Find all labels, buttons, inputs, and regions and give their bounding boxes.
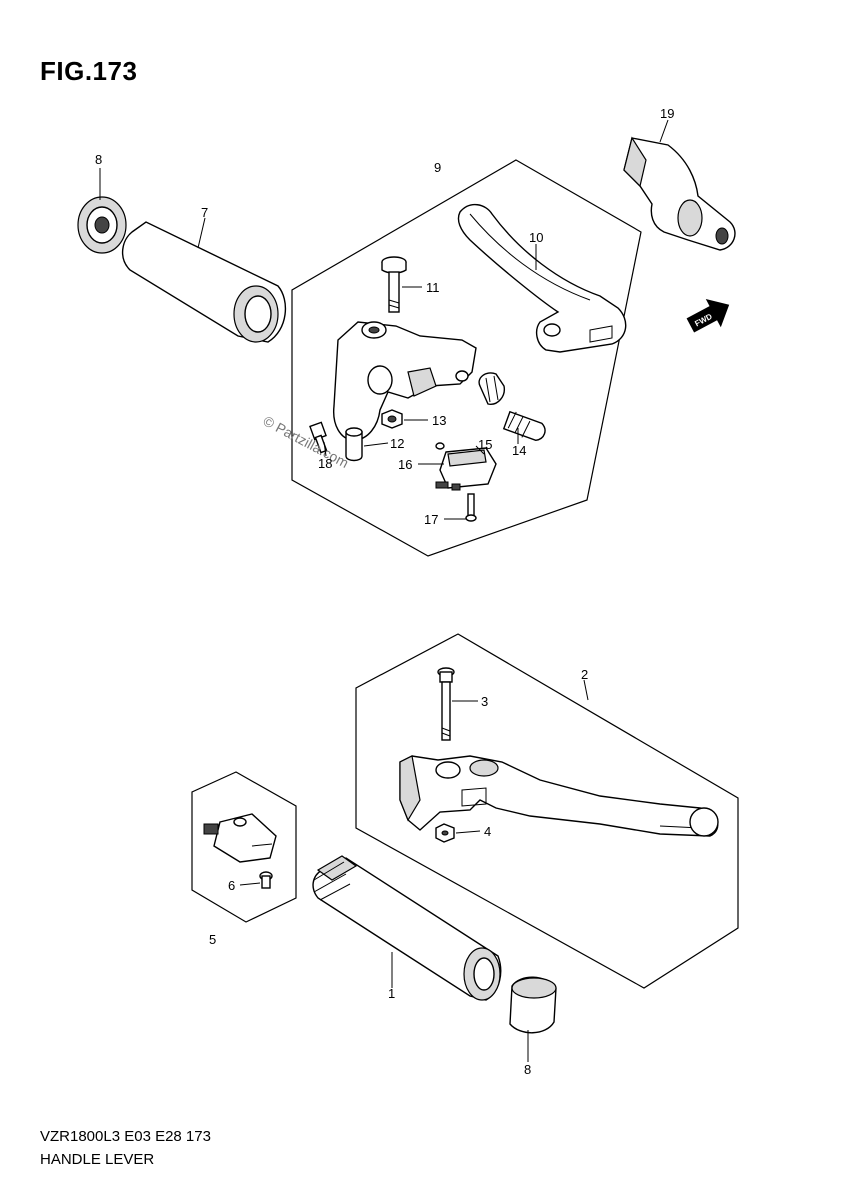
callout-11: 11: [426, 280, 440, 295]
callout-8-lower: 8: [524, 1062, 531, 1077]
callout-1: 1: [388, 986, 395, 1001]
group-box-5: [191, 771, 297, 923]
callout-19: 19: [660, 106, 674, 121]
part-14-adjuster: [478, 372, 546, 442]
part-11-pivot-bolt: [381, 256, 407, 313]
part-7-handlebar-grip: [122, 221, 287, 343]
callout-14: 14: [512, 443, 526, 458]
part-6-switch-screw: [259, 871, 273, 889]
callout-6: 6: [228, 878, 235, 893]
callout-15: 15: [478, 437, 492, 452]
callout-16: 16: [398, 457, 412, 472]
part-3-pivot-bolt: [437, 667, 455, 741]
part-12-bush: [345, 427, 363, 462]
model-code-line: VZR1800L3 E03 E28 173: [40, 1128, 211, 1145]
part-4-nut: [435, 823, 455, 843]
figure-caption: HANDLE LEVER: [40, 1151, 155, 1168]
part-8-grip-end-upper: [77, 196, 127, 254]
callout-5: 5: [209, 932, 216, 947]
callout-4: 4: [484, 824, 491, 839]
callout-12: 12: [390, 436, 404, 451]
callout-9: 9: [434, 160, 441, 175]
callout-18: 18: [318, 456, 332, 471]
brake-lever: [399, 755, 719, 837]
callout-13: 13: [432, 413, 446, 428]
part-17-switch-screw: [465, 493, 477, 522]
group-box-2: [355, 633, 739, 989]
callout-8-upper: 8: [95, 152, 102, 167]
part-15-16-clutch-switch: [435, 442, 497, 491]
callout-7: 7: [201, 205, 208, 220]
callout-2: 2: [581, 667, 588, 682]
callout-17: 17: [424, 512, 438, 527]
leader-lines: [99, 119, 669, 1062]
front-brake-switch: [203, 813, 277, 863]
callout-numbers: 8 7 9 19 10 11 13 12 15 14 16 18 17 2 3 …: [95, 106, 674, 1077]
figure-title: FIG.173: [40, 56, 138, 86]
callout-10: 10: [529, 230, 543, 245]
callout-3: 3: [481, 694, 488, 709]
part-18-screw: [309, 421, 328, 454]
clutch-lever-bracket: [333, 321, 477, 441]
group-box-9: [291, 159, 642, 557]
part-10-clutch-lever: [457, 204, 627, 353]
part-19-lever-guard: [623, 136, 736, 251]
fwd-direction-arrow: FWD: [686, 299, 730, 333]
part-8-grip-end-lower: [509, 976, 557, 1034]
part-13-nut: [381, 409, 403, 429]
part-1-throttle-grip: [312, 855, 502, 1001]
